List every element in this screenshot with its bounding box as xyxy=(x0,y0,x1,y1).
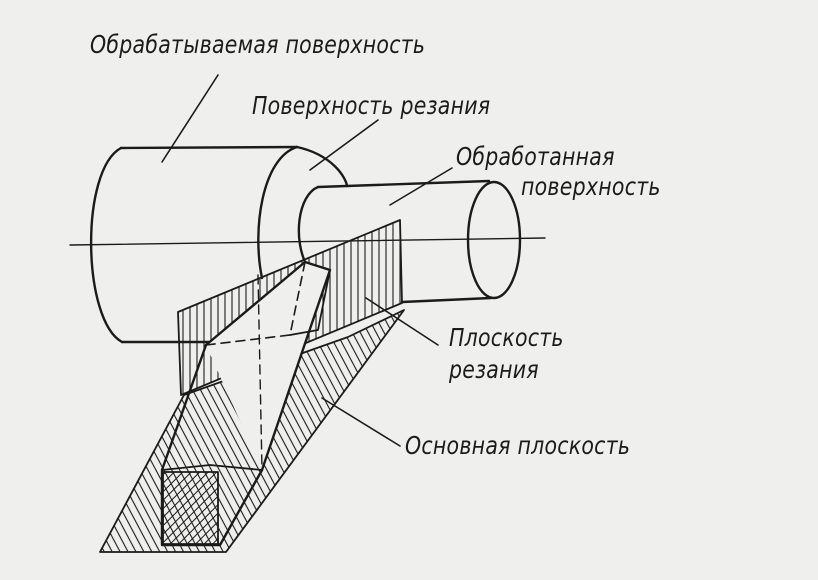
leader-machined xyxy=(389,167,453,206)
label-base-plane: Основная плоскость xyxy=(405,431,631,460)
label-cutting-surface: Поверхность резания xyxy=(252,91,491,120)
machined-cylinder xyxy=(297,179,522,304)
label-cutting-plane-line1: Плоскость xyxy=(449,323,564,352)
label-machined-surface-line1: Обработанная xyxy=(456,142,615,171)
tool-section xyxy=(162,471,219,545)
leader-cutting-surface xyxy=(309,119,379,171)
label-workpiece-surface: Обрабатываемая поверхность xyxy=(90,30,426,59)
label-machined-surface-line2: поверхность xyxy=(521,172,661,201)
leader-workpiece xyxy=(161,74,219,163)
label-cutting-plane-line2: резания xyxy=(449,355,539,384)
leader-base-plane xyxy=(321,397,401,447)
leader-cutting-plane xyxy=(365,297,439,346)
cutting-tool xyxy=(160,260,332,547)
axis-line xyxy=(69,237,546,246)
